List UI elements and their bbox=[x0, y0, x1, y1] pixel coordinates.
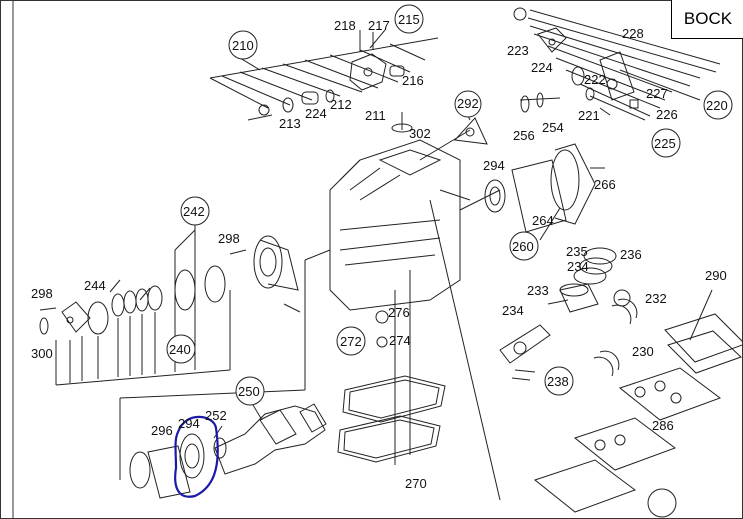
label-276: 276 bbox=[388, 305, 410, 320]
label-244: 244 bbox=[84, 278, 106, 293]
label-217: 217 bbox=[368, 18, 390, 33]
label-212: 212 bbox=[330, 97, 352, 112]
label-294: 294 bbox=[178, 416, 200, 431]
label-254: 254 bbox=[542, 120, 564, 135]
label-230: 230 bbox=[632, 344, 654, 359]
leader-line bbox=[209, 37, 439, 79]
label-260: 260 bbox=[512, 239, 534, 254]
label-234: 234 bbox=[502, 303, 524, 318]
label-252: 252 bbox=[205, 408, 227, 423]
label-221: 221 bbox=[578, 108, 600, 123]
label-223: 223 bbox=[507, 43, 529, 58]
label-286: 286 bbox=[652, 418, 674, 433]
label-220: 220 bbox=[706, 98, 728, 113]
label-224: 224 bbox=[305, 106, 327, 121]
label-233: 233 bbox=[527, 283, 549, 298]
label-226: 226 bbox=[656, 107, 678, 122]
label-225: 225 bbox=[654, 136, 676, 151]
label-228: 228 bbox=[622, 26, 644, 41]
label-210: 210 bbox=[232, 38, 254, 53]
label-215: 215 bbox=[398, 12, 420, 27]
callout-circles bbox=[166, 4, 733, 518]
label-294: 294 bbox=[483, 158, 505, 173]
label-218: 218 bbox=[334, 18, 356, 33]
label-250: 250 bbox=[238, 384, 260, 399]
label-298: 298 bbox=[31, 286, 53, 301]
label-290: 290 bbox=[705, 268, 727, 283]
label-211: 211 bbox=[365, 108, 386, 123]
label-234: 234 bbox=[567, 259, 589, 274]
label-222: 222 bbox=[584, 72, 606, 87]
label-240: 240 bbox=[169, 342, 191, 357]
label-242: 242 bbox=[183, 204, 205, 219]
label-238: 238 bbox=[547, 374, 569, 389]
label-266: 266 bbox=[594, 177, 616, 192]
label-300: 300 bbox=[31, 346, 53, 361]
label-236: 236 bbox=[620, 247, 642, 262]
label-256: 256 bbox=[513, 128, 535, 143]
linework bbox=[39, 7, 743, 513]
label-296: 296 bbox=[151, 423, 173, 438]
label-235: 235 bbox=[566, 244, 588, 259]
label-298: 298 bbox=[218, 231, 240, 246]
brand-label: BOCK bbox=[671, 0, 743, 39]
label-274: 274 bbox=[389, 333, 411, 348]
label-227: 227 bbox=[646, 86, 668, 101]
label-270: 270 bbox=[405, 476, 427, 491]
blue-annotation-circle bbox=[174, 415, 219, 498]
label-232: 232 bbox=[645, 291, 667, 306]
part-labels: 210 218 217 215 216 212 224 213 211 302 … bbox=[31, 12, 728, 491]
label-272: 272 bbox=[340, 334, 362, 349]
label-292: 292 bbox=[457, 96, 479, 111]
label-224: 224 bbox=[531, 60, 553, 75]
label-213: 213 bbox=[279, 116, 301, 131]
label-302: 302 bbox=[409, 126, 431, 141]
label-216: 216 bbox=[402, 73, 424, 88]
label-264: 264 bbox=[532, 213, 554, 228]
